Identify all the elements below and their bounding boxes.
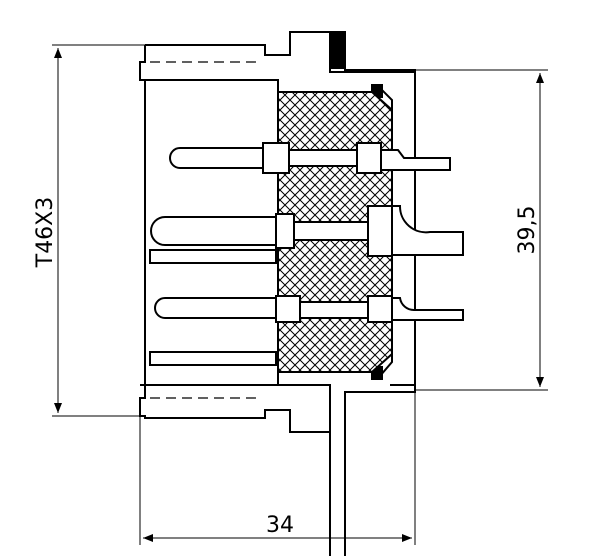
dimension-thread: T46X3 — [33, 44, 145, 417]
dimension-height: 39,5 — [415, 69, 548, 391]
housing-outline — [139, 31, 416, 556]
thread-dimension-label: T46X3 — [33, 197, 58, 269]
dimension-length: 34 — [139, 392, 416, 545]
height-dimension-label: 39,5 — [515, 206, 540, 255]
length-dimension-label: 34 — [266, 513, 294, 538]
contact-pins — [149, 142, 464, 366]
